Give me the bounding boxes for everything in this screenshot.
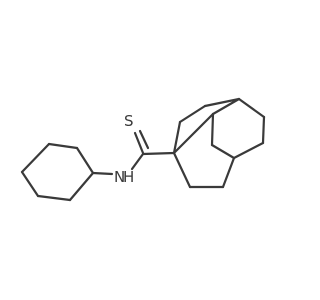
bond [178,104,207,124]
molecule-diagram: S N H [20,97,266,202]
bond [133,131,145,155]
bond-n-c [130,152,145,171]
bond [172,120,182,155]
bond [210,112,215,147]
bond [261,115,266,145]
bond [172,151,192,189]
bond [172,112,215,155]
nitrogen-atom-label: N [114,168,125,186]
bond [47,142,79,150]
bond [237,97,266,119]
sulfur-atom-label: S [124,112,134,130]
cyclohexyl-ring [20,142,95,202]
bond [221,156,236,189]
bond [75,146,95,175]
bond [232,141,265,160]
bond [211,97,241,116]
bond [20,170,40,198]
bond [210,143,236,160]
bond-ring-n [91,171,114,176]
double-bond-cs [133,129,150,155]
bond [68,171,95,202]
bond [138,129,150,150]
polycyclic-cage [172,97,266,189]
bond-c-cage [141,151,176,156]
bond [36,194,72,202]
hydrogen-atom-label: H [123,168,134,186]
bond [203,97,241,108]
bond [20,142,51,174]
